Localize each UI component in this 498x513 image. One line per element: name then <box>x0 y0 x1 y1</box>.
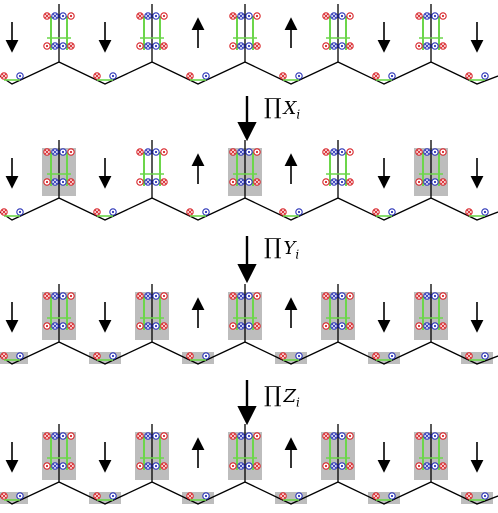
panel-row-1 <box>0 140 498 221</box>
panel-row-3 <box>0 424 498 505</box>
zigzag-chain <box>0 481 498 505</box>
operator-label-z: ∏Zi <box>264 383 300 410</box>
zigzag-chain <box>0 341 498 365</box>
operator-label-x: ∏Xi <box>264 95 301 122</box>
panel-row-0 <box>0 4 498 85</box>
panel-row-2 <box>0 284 498 365</box>
zigzag-chain <box>0 61 498 85</box>
operator-label-y: ∏Yi <box>264 235 300 262</box>
zigzag-chain <box>0 197 498 221</box>
panels <box>0 4 498 505</box>
